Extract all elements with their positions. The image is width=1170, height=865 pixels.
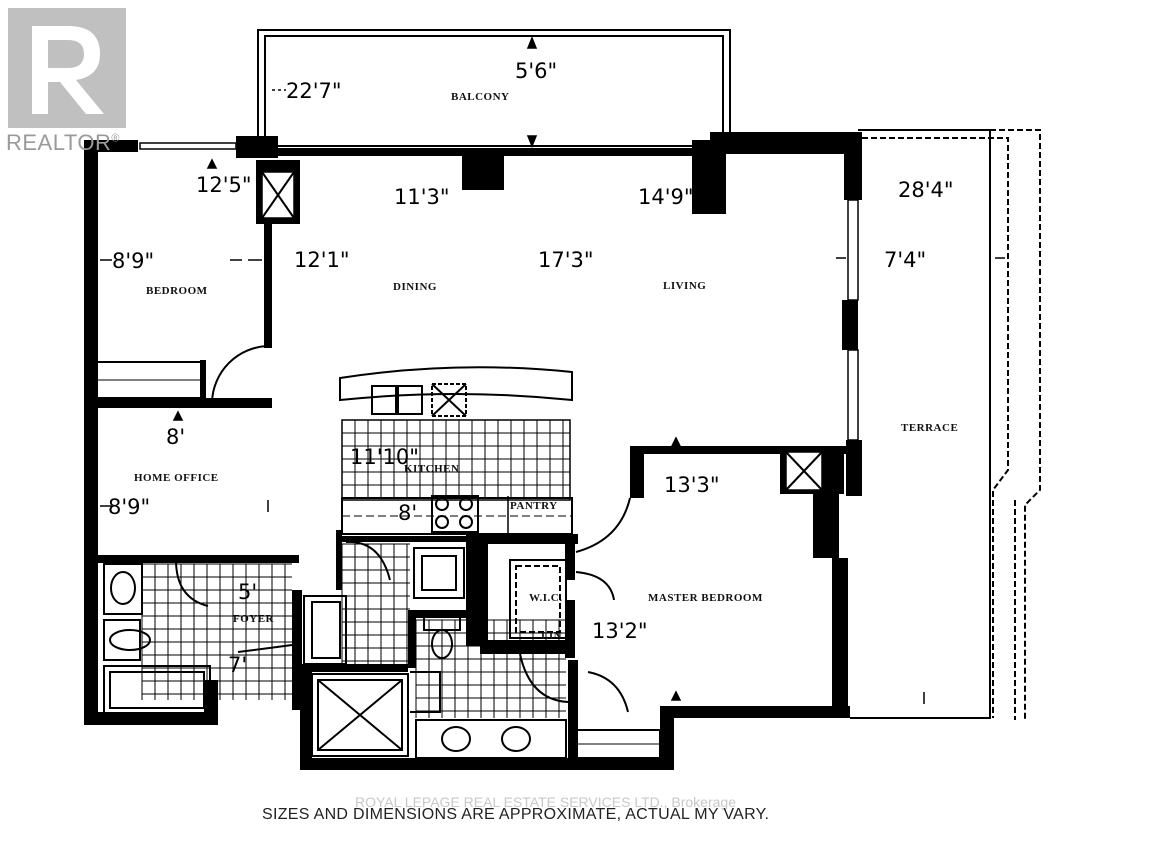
dim-bedroom-width: 8'9" <box>112 249 154 273</box>
room-label-master-bedroom: MASTER BEDROOM <box>648 592 763 604</box>
dim-terrace-width: 7'4" <box>884 248 926 272</box>
room-label-wic: W.I.C. <box>529 592 562 604</box>
room-label-foyer: FOYER <box>233 613 275 625</box>
room-label-terrace: TERRACE <box>901 422 958 434</box>
room-label-dining: DINING <box>393 281 437 293</box>
dim-master-width: 13'2" <box>592 619 648 643</box>
disclaimer-text: SIZES AND DIMENSIONS ARE APPROXIMATE, AC… <box>262 806 770 823</box>
dim-balcony-width: 22'7" <box>286 79 342 103</box>
room-label-kitchen: KITCHEN <box>404 463 459 475</box>
bathroom-fixtures <box>103 543 567 759</box>
closets <box>95 361 661 759</box>
dimension-guides <box>100 35 1005 704</box>
dim-balcony-depth: 5'6" <box>515 59 557 83</box>
interior-walls <box>94 200 848 770</box>
dim-kitchen-width: 8' <box>398 501 417 525</box>
terrace-area <box>850 129 1041 720</box>
room-label-balcony: BALCONY <box>451 91 510 103</box>
realtor-wordmark: REALTOR® <box>6 130 120 155</box>
room-label-living: LIVING <box>663 280 706 292</box>
mechanical-units <box>256 160 844 494</box>
realtor-logo <box>8 8 126 128</box>
dim-office-depth: 8' <box>166 425 185 449</box>
dim-dining-width: 12'1" <box>294 248 350 272</box>
dim-kitchen-depth: 11'10" <box>350 445 419 469</box>
kitchen-block <box>339 366 573 599</box>
dim-terrace-length: 28'4" <box>898 178 954 202</box>
room-label-bedroom: BEDROOM <box>146 285 208 297</box>
room-label-lin: LIN. <box>541 630 565 642</box>
dim-foyer-width: 5' <box>238 580 257 604</box>
dim-bedroom-top: 12'5" <box>196 173 252 197</box>
dim-office-width: 8'9" <box>108 495 150 519</box>
room-label-pantry: PANTRY <box>510 500 558 512</box>
room-label-home-office: HOME OFFICE <box>134 472 219 484</box>
dim-foyer-depth: 7' <box>228 653 247 677</box>
dim-dining-top: 11'3" <box>394 185 450 209</box>
dim-master-depth: 13'3" <box>664 473 720 497</box>
dim-living-width: 17'3" <box>538 248 594 272</box>
brokerage-watermark: ROYAL LEPAGE REAL ESTATE SERVICES LTD., … <box>355 794 736 810</box>
dim-living-top: 14'9" <box>638 185 694 209</box>
